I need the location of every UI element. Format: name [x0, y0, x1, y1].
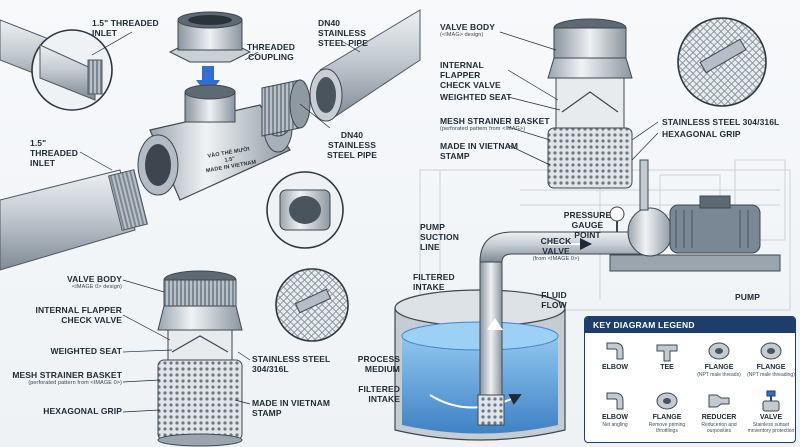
- legend-item-name: REDUCER: [701, 414, 737, 421]
- pump-unit: [609, 159, 781, 272]
- label-steel-grade-tr: STAINLESS STEEL 304/316L: [662, 117, 780, 127]
- threaded-coupling: [261, 79, 311, 137]
- check-valve-sub: (from <IMAGE 0>): [532, 256, 580, 262]
- label-weighted-seat-bl: WEIGHTED SEAT: [50, 346, 122, 356]
- hex-nut-top: [168, 11, 252, 63]
- legend-item-desc: (NPT male threads): [697, 372, 741, 378]
- legend-item-desc: Net angling: [602, 422, 628, 428]
- label-mesh-bl: MESH STRAINER BASKET (perforated pattern…: [4, 370, 122, 387]
- mesh-tr-title: MESH STRAINER BASKET: [440, 116, 550, 126]
- strainer-check-valve-right: [547, 18, 633, 189]
- flange-icon: [760, 342, 782, 360]
- label-threaded-inlet-top: 1.5" THREADED INLET: [92, 18, 159, 38]
- valve-body-bl-title: VALVE BODY: [67, 274, 122, 284]
- legend-item-name: ELBOW: [601, 364, 629, 371]
- legend-item-name: FLANGE: [756, 364, 786, 371]
- reducer-icon: [708, 394, 730, 408]
- detail-inset-mesh-right: [677, 17, 767, 107]
- detail-inset-mesh-left: [275, 268, 349, 342]
- mesh-bl-title: MESH STRAINER BASKET: [12, 370, 122, 380]
- legend-item-desc: Stainless sunset mnventory protection: [747, 422, 795, 434]
- label-check-valve: CHECK VALVE (from <IMAGE 0>): [526, 236, 586, 263]
- legend-item-flange: FLANGE(NPT male threads): [693, 339, 745, 378]
- flange-icon: [656, 392, 678, 410]
- legend-item-desc: (NPT male threading): [747, 372, 795, 378]
- label-pump-suction: PUMP SUCTION LINE: [420, 222, 459, 252]
- flange-icon: [708, 342, 730, 360]
- legend-item-desc: Remove priming throttlings: [648, 422, 686, 434]
- legend-item-name: FLANGE: [704, 364, 734, 371]
- mesh-tr-sub: (perforated pattern from <IMAG>): [440, 126, 526, 132]
- label-filtered-intake-bottom: FILTERED INTAKE: [358, 384, 400, 404]
- label-threaded-coupling: THREADED COUPLING: [246, 42, 296, 62]
- inlet-pipe-long: [0, 169, 148, 271]
- label-vietnam-bl: MADE IN VIETNAM STAMP: [252, 398, 330, 418]
- elbow-icon: [606, 342, 624, 360]
- valve-body-tr-sub: (<IMAG> design): [440, 32, 484, 38]
- mesh-bl-sub: (perforated pattern from <IMAGE 0>): [28, 380, 122, 386]
- tee-fitting: [137, 84, 293, 201]
- legend-item-elbow: ELBOW: [589, 339, 641, 372]
- valve-body-bl-sub: <IMAGE 0> design): [71, 284, 122, 290]
- detail-inset-threads: [31, 29, 113, 111]
- valve-icon: [762, 390, 780, 412]
- label-fluid-flow: FLUID FLOW: [541, 290, 567, 310]
- legend-item-tee: TEE: [641, 339, 693, 372]
- legend-item-name: FLANGE: [652, 414, 682, 421]
- dn40-pipe-top: [309, 9, 421, 122]
- label-mesh-tr: MESH STRAINER BASKET (perforated pattern…: [440, 116, 550, 133]
- label-dn40-pipe-mid: DN40 STAINLESS STEEL PIPE: [327, 130, 377, 160]
- legend-item-name: VALVE: [759, 414, 783, 421]
- label-steel-grade-bl: STAINLESS STEEL 304/316L: [252, 354, 331, 374]
- strainer-check-valve-left: [157, 270, 243, 447]
- label-filtered-intake-top: FILTERED INTAKE: [413, 272, 455, 292]
- tee-icon: [656, 344, 678, 362]
- label-pump: PUMP: [735, 292, 760, 302]
- label-hex-grip-bl: HEXAGONAL GRIP: [43, 406, 122, 416]
- label-weighted-seat-tr: WEIGHTED SEAT: [440, 92, 512, 102]
- label-process-medium: PROCESS MEDIUM: [357, 354, 400, 374]
- legend-item-name: ELBOW: [601, 414, 629, 421]
- label-threaded-inlet-left: 1.5" THREADED INLET: [30, 138, 79, 168]
- leader-lines: [79, 31, 659, 413]
- check-valve-title: CHECK VALVE: [540, 236, 572, 256]
- label-vietnam-tr: MADE IN VIETNAM STAMP: [440, 141, 518, 161]
- legend-title: KEY DIAGRAM LEGEND: [585, 317, 795, 333]
- label-flapper-tr: INTERNAL FLAPPER CHECK VALVE: [440, 60, 501, 90]
- label-valve-body-bl: VALVE BODY <IMAGE 0> design): [30, 274, 122, 291]
- label-dn40-pipe-top: DN40 STAINLESS STEEL PIPE: [318, 18, 368, 48]
- label-pressure-gauge: PRESSURE GAUGE POINT: [563, 210, 612, 240]
- label-valve-body-tr: VALVE BODY (<IMAG> design): [440, 22, 510, 39]
- legend-item-name: TEE: [660, 364, 674, 371]
- label-flapper-bl: INTERNAL FLAPPER CHECK VALVE: [35, 305, 122, 325]
- legend-item-desc: Reducerion and ourposities: [701, 422, 737, 434]
- detail-inset-socket: [266, 171, 344, 249]
- suction-pipe: [477, 231, 641, 426]
- label-hex-grip-tr: HEXAGONAL GRIP: [662, 129, 741, 139]
- elbow-icon: [606, 392, 624, 410]
- legend-item-flange: FLANGE(NPT male threading): [745, 339, 795, 378]
- valve-body-tr-title: VALVE BODY: [440, 22, 495, 32]
